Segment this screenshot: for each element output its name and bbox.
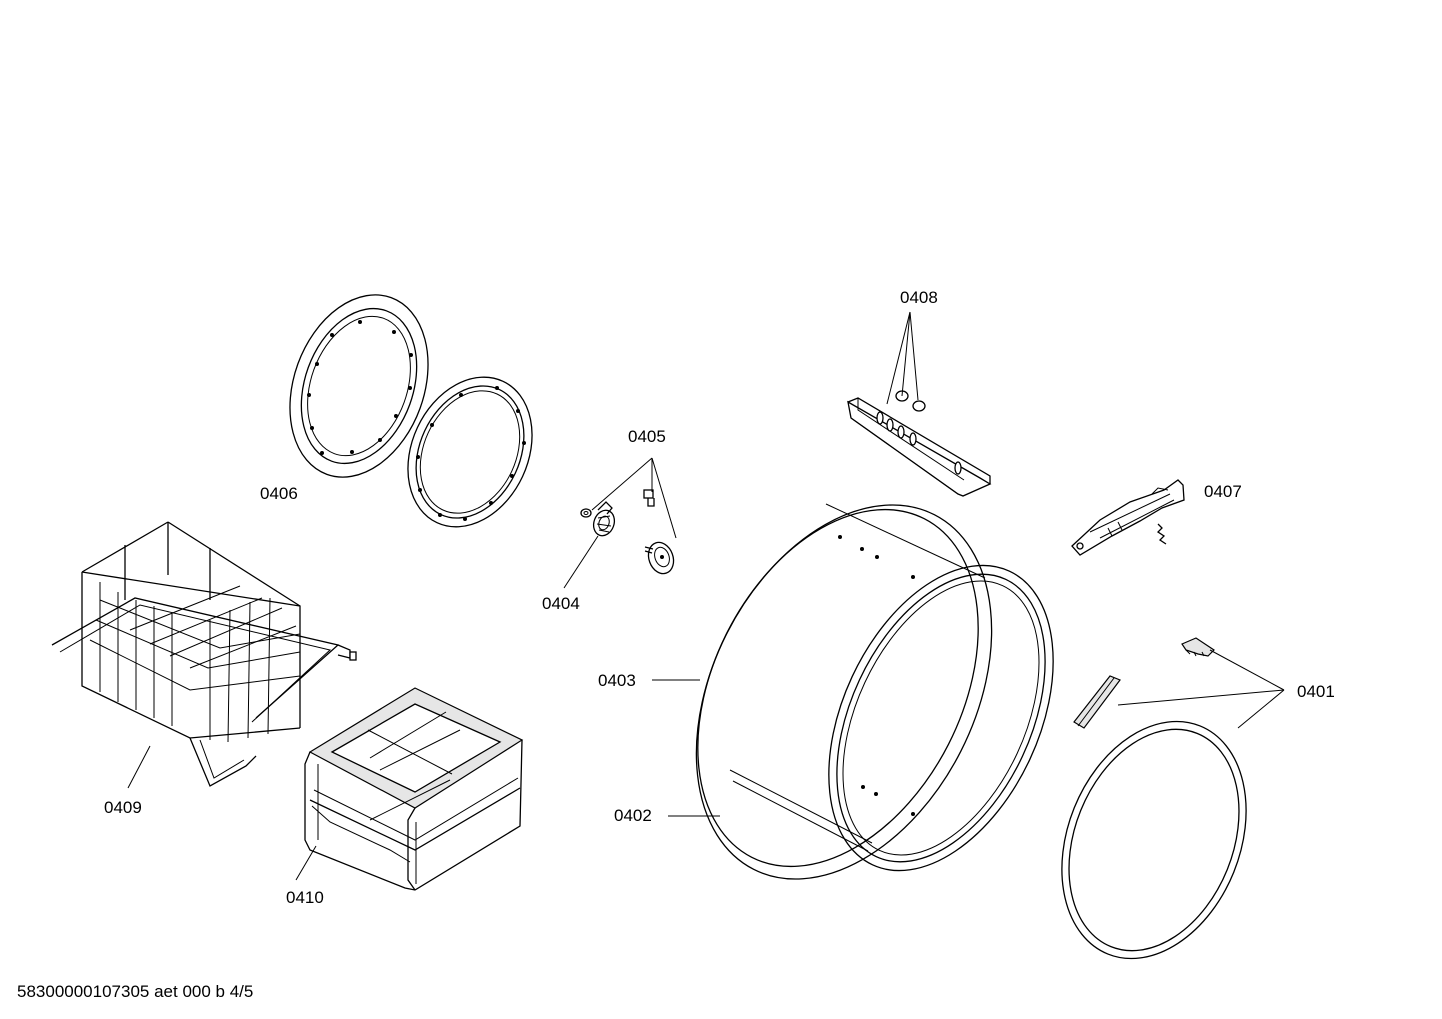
label-0406: 0406 [260, 484, 298, 503]
part-0404-bearing-bracket [592, 501, 616, 537]
part-0403-drum [695, 503, 993, 880]
part-0401-felt-pad-2 [1073, 675, 1121, 729]
part-0406-front-seal [289, 294, 429, 478]
label-0409: 0409 [104, 798, 142, 817]
part-0402-drum-front-rim [828, 564, 1054, 872]
label-0402: 0402 [614, 806, 652, 825]
part-0405-nut [580, 508, 592, 518]
label-0410: 0410 [286, 888, 324, 907]
leader-lines [127, 311, 1285, 881]
part-0405-screw [643, 489, 655, 507]
label-0403: 0403 [598, 671, 636, 690]
part-0408-bracket [847, 390, 992, 497]
part-0410-shelf-frame [304, 687, 524, 891]
part-0409-drying-rack [51, 521, 357, 787]
label-0401: 0401 [1297, 682, 1335, 701]
part-0407-lever [1071, 479, 1185, 556]
part-0401-front-seal [1061, 720, 1247, 960]
label-0405: 0405 [628, 427, 666, 446]
part-0401-felt-pad-1 [1181, 637, 1215, 657]
label-0404: 0404 [542, 594, 580, 613]
label-0407: 0407 [1204, 482, 1242, 501]
label-0408: 0408 [900, 288, 938, 307]
drawing-reference-footer: 58300000107305 aet 000 b 4/5 [17, 982, 254, 1001]
part-0405-drum-roller [644, 541, 675, 575]
part-0406-flange-ring [407, 376, 533, 528]
